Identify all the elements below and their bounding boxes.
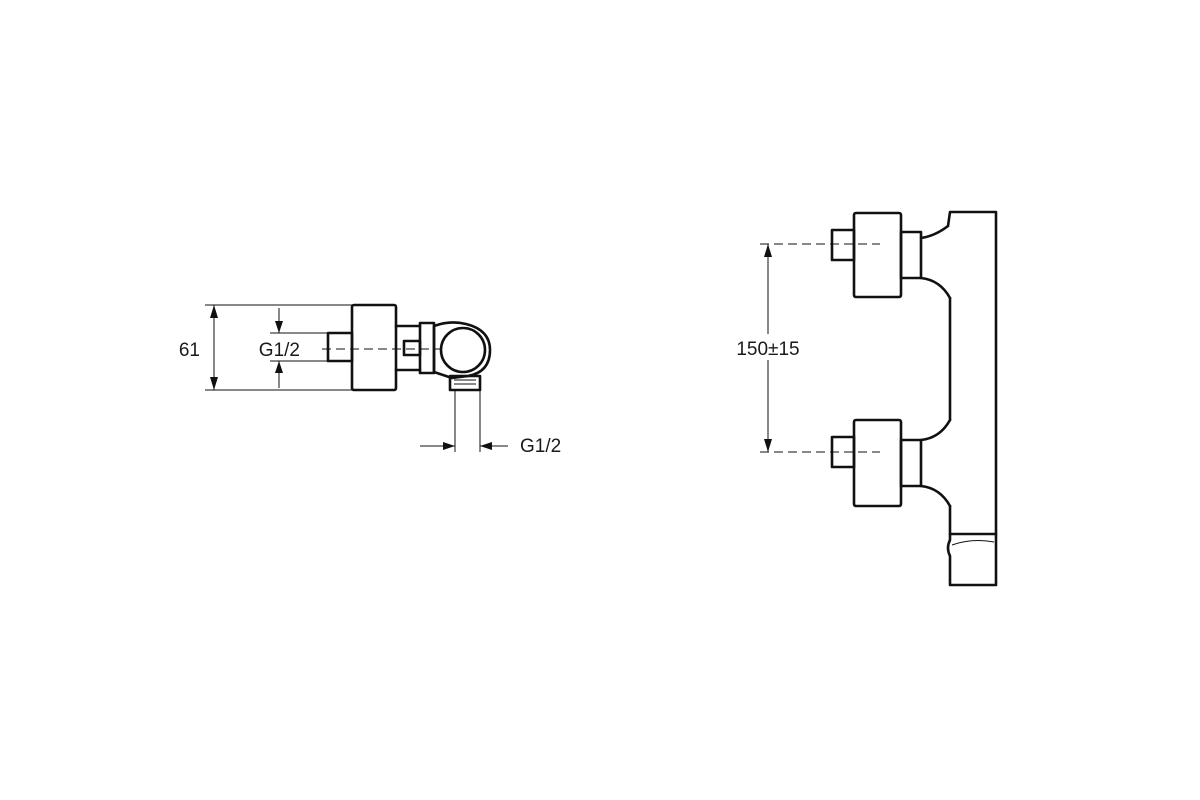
top-inlet-nut: [852, 211, 903, 299]
mixer-bar-front: [946, 210, 998, 536]
valve-housing: [418, 321, 436, 375]
dim-61-arrow-bottom: [210, 377, 218, 390]
bottom-inlet-nut: [852, 418, 903, 508]
top-elbow: [919, 224, 952, 300]
side-view: 61 G1/2 G1/2: [179, 303, 561, 457]
cap-circle: [439, 326, 487, 374]
outlet-curve: [951, 540, 995, 546]
dim-61-arrow-top: [210, 305, 218, 318]
bottom-connector: [899, 438, 923, 488]
dim-inlet-label: G1/2: [259, 340, 300, 361]
dim-outlet-arrow-left: [443, 442, 455, 450]
dim-61-label: 61: [179, 340, 200, 361]
top-connector: [899, 230, 923, 280]
nut-thread: [454, 379, 476, 385]
dim-outlet-label: G1/2: [520, 436, 561, 457]
dim-inlet-arrow-top: [275, 321, 283, 333]
top-inlet-stub: [830, 228, 856, 262]
dim-150-label: 150±15: [736, 339, 799, 360]
inner-spindle: [402, 339, 422, 357]
control-cap: [432, 321, 492, 380]
front-view: 150±15: [726, 210, 998, 587]
dim-150-arrow-top: [764, 244, 772, 257]
dim-150-arrow-bottom: [764, 439, 772, 452]
dim-150-label-bg: [726, 334, 810, 360]
mixer-body-side: [350, 303, 398, 392]
outlet-nut: [448, 374, 482, 392]
bottom-elbow: [919, 418, 952, 508]
dim-inlet-arrow-bottom: [275, 361, 283, 373]
wall-connector: [326, 331, 354, 363]
body-neck: [394, 324, 422, 372]
dim-outlet-arrow-right: [480, 442, 492, 450]
outlet-end: [946, 532, 998, 587]
